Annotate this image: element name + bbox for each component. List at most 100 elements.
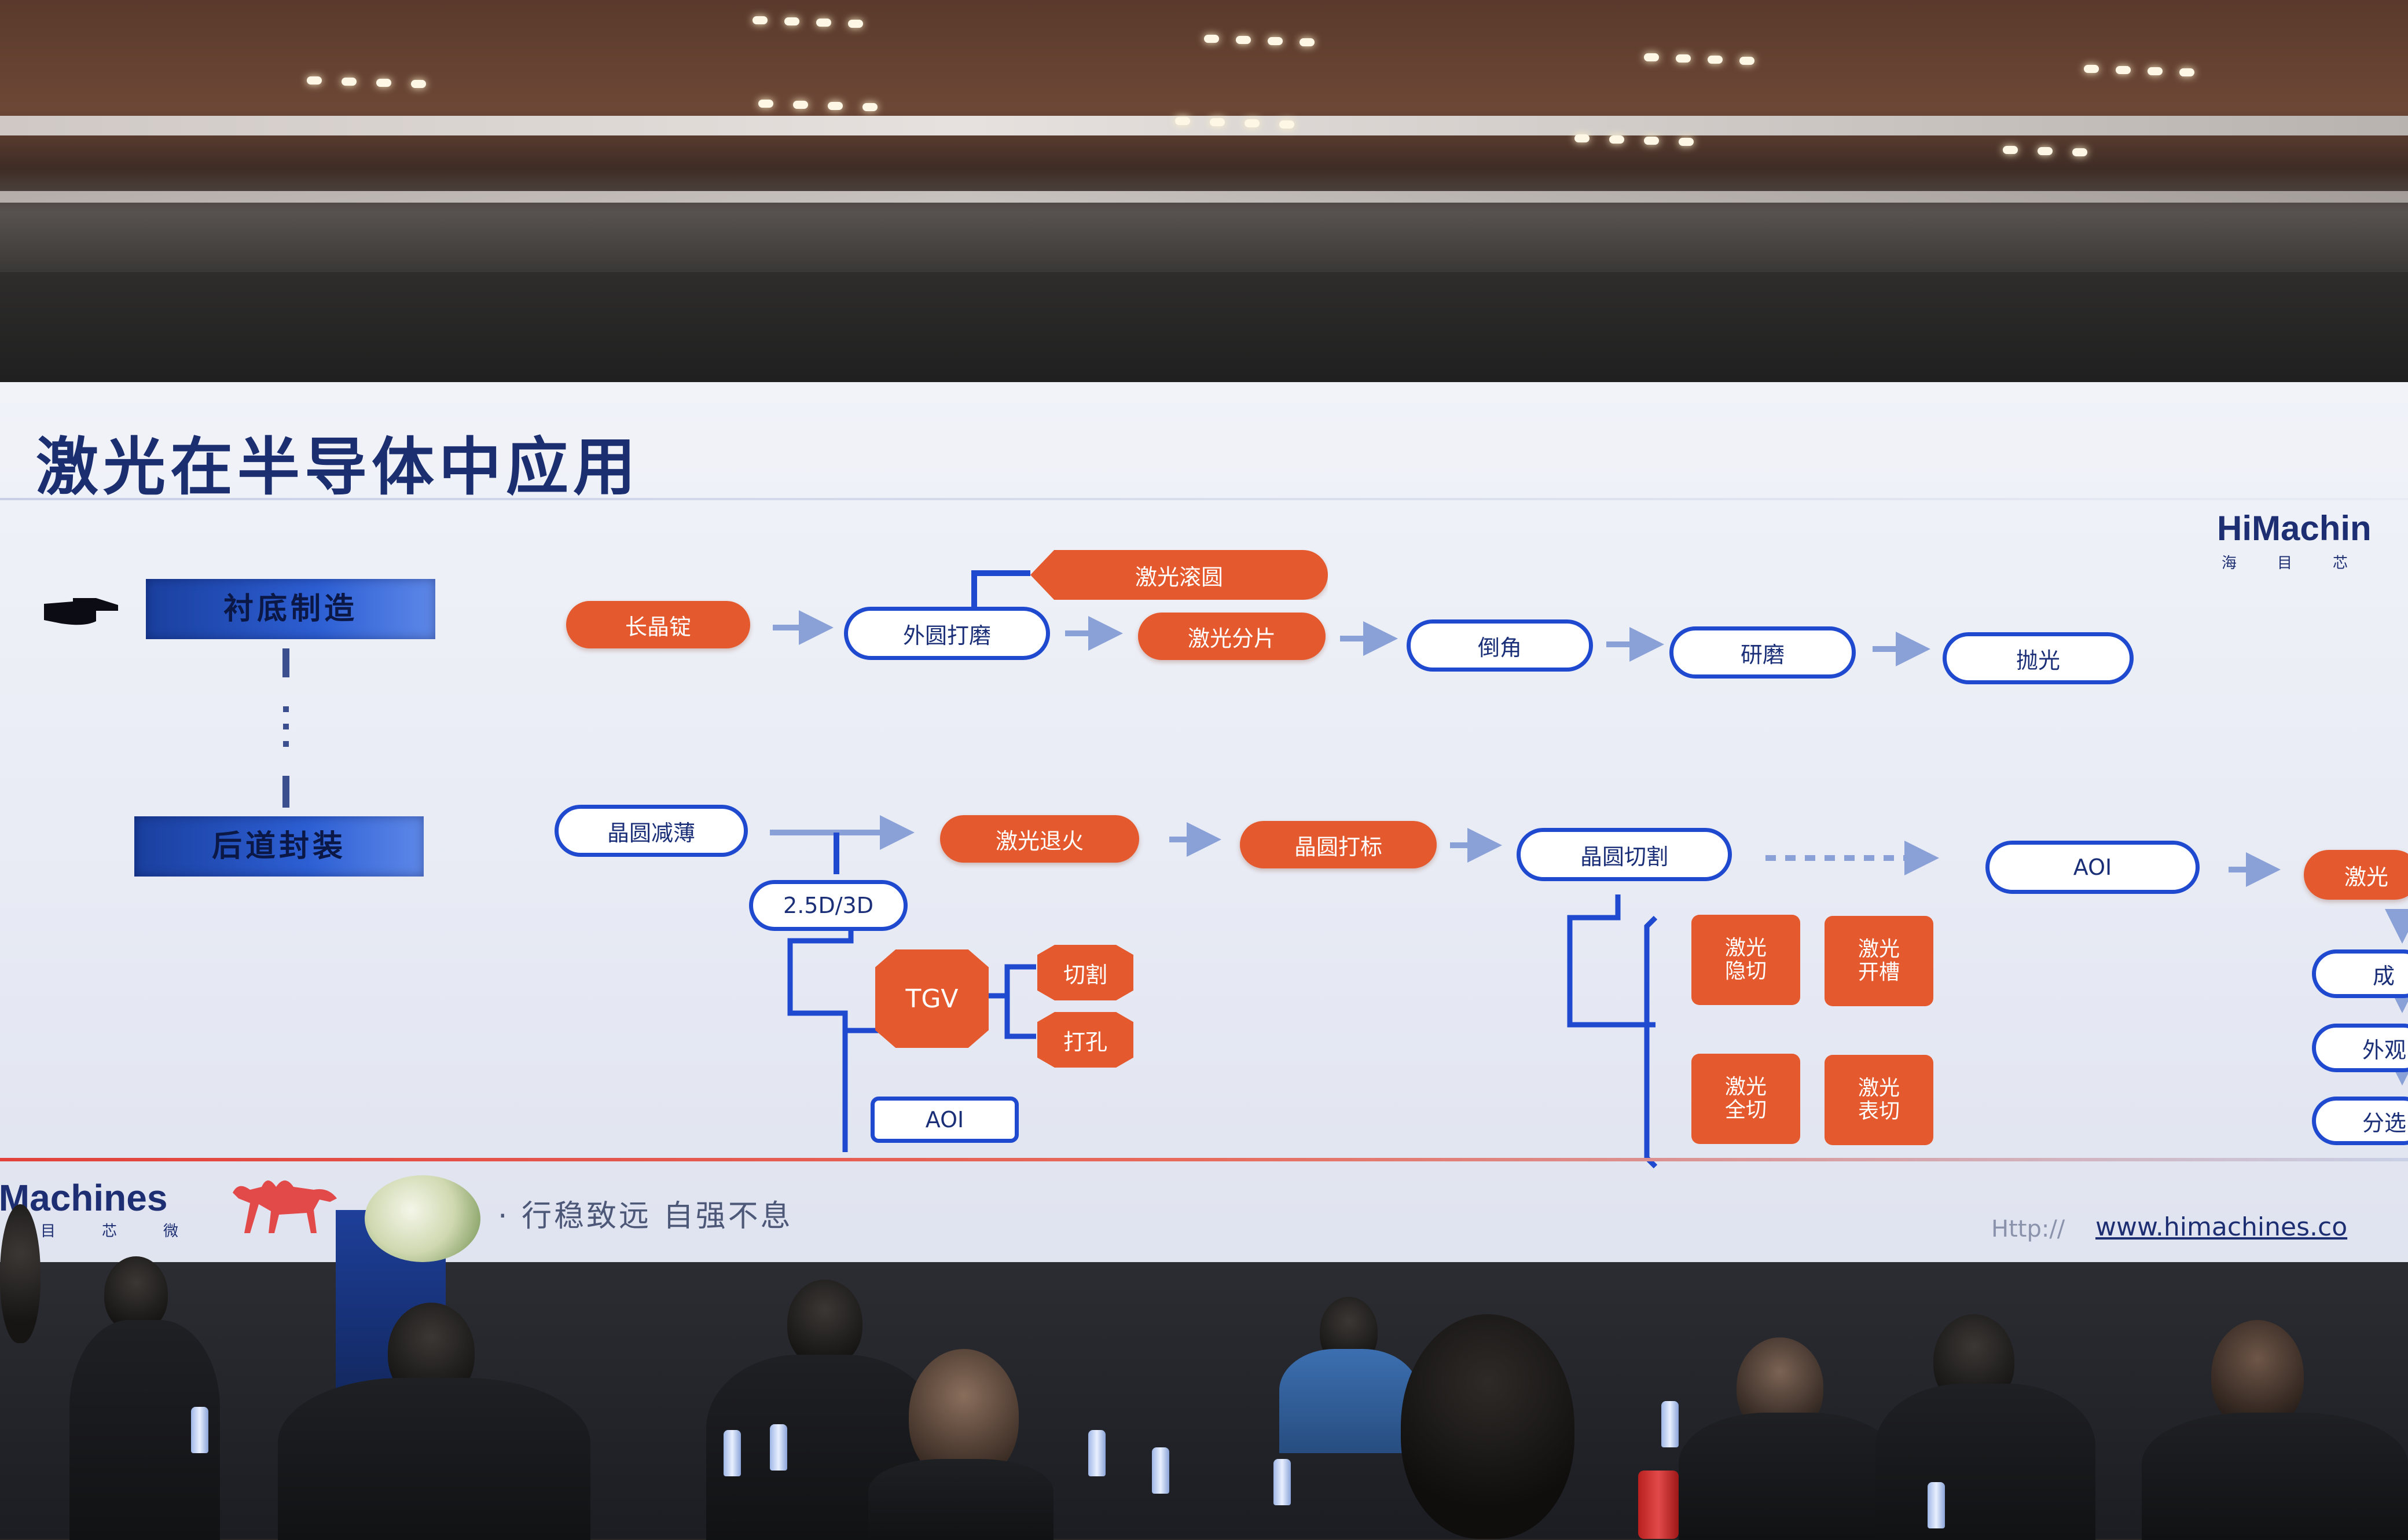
audience-head bbox=[0, 1204, 41, 1343]
ceiling-lamp bbox=[2072, 148, 2087, 156]
ceiling-lamp bbox=[307, 76, 322, 85]
ceiling-lamp bbox=[2116, 66, 2131, 74]
ceiling-lamp bbox=[2084, 65, 2099, 73]
ceiling-lamp bbox=[1300, 38, 1315, 46]
audience-body bbox=[868, 1459, 1054, 1540]
footer-website-link: www.himachines.co bbox=[2095, 1212, 2348, 1242]
footer-url-prefix: Http:// bbox=[1991, 1216, 2065, 1242]
water-bottle bbox=[1273, 1459, 1291, 1505]
water-bottle bbox=[1661, 1401, 1679, 1447]
node-aoi-small: AOI bbox=[871, 1097, 1019, 1143]
ceiling-lamp bbox=[758, 100, 773, 108]
ceiling-lamp bbox=[411, 80, 426, 88]
audience-head bbox=[787, 1279, 862, 1366]
node-right-forming: 成 bbox=[2312, 949, 2408, 998]
ceiling-lamp bbox=[816, 19, 831, 27]
node-25d-3d-packaging: 2.5D/3D bbox=[749, 880, 908, 931]
venue-wall bbox=[0, 272, 2408, 388]
ceiling-lamp bbox=[1245, 119, 1260, 127]
ceiling-lamp bbox=[753, 16, 768, 24]
ceiling-lamp bbox=[862, 103, 878, 111]
projection-screen: 激光在半导体中应用 HiMachin 海目芯 衬底制造 后道封装 bbox=[0, 382, 2408, 1285]
brand-logo: HiMachin bbox=[2217, 509, 2372, 548]
node-wafer-dicing: 晶圆切割 bbox=[1517, 828, 1732, 881]
node-laser-full-cut: 激光 全切 bbox=[1691, 1054, 1800, 1144]
node-laser-grooving: 激光 开槽 bbox=[1825, 916, 1933, 1006]
ceiling-lamp bbox=[784, 17, 799, 25]
slide-title: 激光在半导体中应用 bbox=[36, 431, 641, 504]
section-substrate: 衬底制造 bbox=[146, 579, 435, 639]
ceiling-lamp bbox=[1175, 117, 1190, 125]
ceiling-lamp bbox=[828, 102, 843, 110]
ceiling-lights bbox=[0, 0, 2408, 174]
node-right-sorting: 分选 bbox=[2312, 1097, 2408, 1145]
audience-head bbox=[2211, 1320, 2304, 1430]
ceiling-lamp bbox=[1739, 57, 1754, 65]
audience-body bbox=[278, 1378, 590, 1540]
ceiling-lamp bbox=[1679, 138, 1694, 146]
node-laser-surface-cut: 激光 表切 bbox=[1825, 1055, 1933, 1145]
ceiling-lamp bbox=[1609, 135, 1624, 144]
water-bottle bbox=[1088, 1430, 1106, 1476]
footer-divider bbox=[0, 1158, 2408, 1161]
node-laser-right-edge: 激光 bbox=[2304, 850, 2408, 900]
node-drill: 打孔 bbox=[1037, 1012, 1133, 1068]
ceiling-lamp bbox=[342, 78, 357, 86]
ceiling-lamp bbox=[848, 20, 863, 28]
red-cup bbox=[1638, 1471, 1679, 1539]
audience-body bbox=[1875, 1384, 2095, 1540]
ceiling-lamp bbox=[2003, 146, 2018, 154]
node-ingot-growth: 长晶锭 bbox=[566, 601, 750, 648]
node-wafer-marking: 晶圆打标 bbox=[1240, 821, 1437, 868]
node-cylindrical-grinding: 外圆打磨 bbox=[844, 607, 1050, 660]
ceiling-lamp bbox=[1279, 120, 1294, 129]
audience-head bbox=[1401, 1314, 1574, 1539]
ceiling-lamp bbox=[1644, 53, 1659, 61]
footer-slogan: · 行稳致远 自强不息 bbox=[498, 1199, 793, 1234]
ceiling-lamp bbox=[793, 101, 808, 109]
header-divider bbox=[0, 498, 2408, 500]
ceiling-lamp bbox=[2038, 147, 2053, 155]
node-laser-slicing: 激光分片 bbox=[1138, 613, 1326, 660]
water-bottle bbox=[1928, 1482, 1945, 1528]
node-lapping: 研磨 bbox=[1669, 626, 1856, 679]
footer-brand-subtitle: 目芯微 bbox=[41, 1223, 225, 1240]
ceiling-lamp bbox=[1676, 54, 1691, 63]
node-laser-annealing: 激光退火 bbox=[940, 815, 1139, 863]
ceiling-lamp bbox=[376, 79, 391, 87]
ceiling-lamp bbox=[2148, 67, 2163, 75]
water-bottle bbox=[191, 1407, 208, 1453]
audience-head bbox=[104, 1256, 168, 1332]
brand-logo-subtitle: 海目芯 bbox=[2222, 555, 2389, 572]
ceiling-light-band-2 bbox=[0, 191, 2408, 203]
node-cut: 切割 bbox=[1037, 945, 1133, 1000]
node-right-appearance: 外观 bbox=[2312, 1024, 2408, 1072]
node-chamfer: 倒角 bbox=[1407, 619, 1593, 672]
venue-ceiling bbox=[0, 0, 2408, 272]
ceiling-lamp bbox=[1574, 134, 1590, 142]
camel-icon bbox=[233, 1180, 337, 1233]
node-polishing: 抛光 bbox=[1943, 632, 2134, 684]
ceiling-lamp bbox=[2179, 68, 2194, 76]
audience-body bbox=[2142, 1413, 2408, 1540]
ceiling-lamp bbox=[1644, 137, 1659, 145]
water-bottle bbox=[770, 1424, 787, 1471]
water-bottle bbox=[724, 1430, 741, 1476]
ceiling-lamp bbox=[1708, 56, 1723, 64]
water-bottle bbox=[1152, 1447, 1169, 1494]
ceiling-light-band bbox=[0, 116, 2408, 135]
audience-body bbox=[1279, 1349, 1418, 1453]
audience-body bbox=[1679, 1413, 1899, 1540]
ceiling-lamp bbox=[1204, 35, 1219, 43]
ceiling-lamp bbox=[1236, 36, 1251, 44]
pointing-hand-icon bbox=[44, 598, 118, 625]
ceiling-lamp bbox=[1268, 37, 1283, 45]
node-wafer-thinning: 晶圆减薄 bbox=[555, 805, 748, 857]
ceiling-lamp bbox=[1210, 118, 1225, 126]
node-laser-stealth-dicing: 激光 隐切 bbox=[1691, 915, 1800, 1005]
flower-arrangement bbox=[365, 1175, 480, 1262]
node-tgv: TGV bbox=[875, 949, 989, 1048]
node-laser-rounding: 激光滚圆 bbox=[1030, 550, 1328, 600]
node-aoi-inspection: AOI bbox=[1985, 841, 2200, 894]
section-packaging: 后道封装 bbox=[134, 816, 424, 877]
